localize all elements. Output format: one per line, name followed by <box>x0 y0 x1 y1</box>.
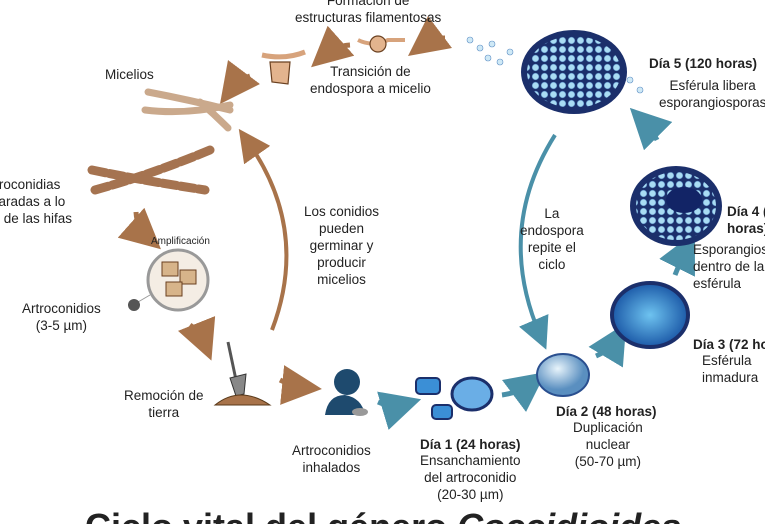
dia3-desc: Esférula inmadura <box>702 353 759 385</box>
day5-spherule <box>466 30 644 114</box>
arrow-to-dia4 <box>659 232 695 277</box>
dia3-title: Día 3 (72 horas) <box>693 337 765 352</box>
label-transicion: Transición de endospora a micelio <box>310 64 431 96</box>
dia1-desc: Ensanchamiento del artroconidio (20-30 µ… <box>420 453 521 502</box>
day2-spherule <box>536 353 590 397</box>
label-endospora-repite: La endospora repite el ciclo <box>520 206 584 272</box>
dia4-title: Día 4 (96 horas) <box>727 204 765 236</box>
arrow-to-dia1 <box>377 391 422 430</box>
filament-structures <box>261 35 405 85</box>
dia1-title: Día 1 (24 horas) <box>420 437 521 452</box>
label-conidios-germinar: Los conidios pueden germinar y producir … <box>304 204 380 287</box>
dia5-desc: Esférula libera esporangiosporas <box>659 78 765 110</box>
title-genus: Coccidioides <box>457 506 681 524</box>
arrow-to-dia2 <box>501 372 547 412</box>
person-silhouette <box>325 369 368 416</box>
arrow-to-transicion <box>311 25 355 68</box>
mycelia <box>141 88 234 132</box>
label-amplificacion: Amplificación <box>151 236 210 247</box>
arrow-to-amplificacion <box>117 207 161 250</box>
brown-arrows <box>117 16 452 405</box>
arthroconidia-hyphae <box>87 145 215 195</box>
day4-spherule <box>630 166 722 246</box>
title-main: Ciclo vital del género <box>85 506 457 524</box>
amplification-lens <box>128 248 210 312</box>
arrow-to-micelios <box>219 59 261 104</box>
label-remocion: Remoción de tierra <box>124 388 204 420</box>
diagram-title: Ciclo vital del género Coccidioides <box>85 506 681 524</box>
label-formacion: Formación de estructuras filamentosas <box>295 0 442 25</box>
shovel-soil <box>213 341 272 406</box>
dia4-desc: Esporangiosporas dentro de la esférula <box>693 242 765 291</box>
arrow-endospora-repite <box>518 133 557 350</box>
arrow-to-formacion <box>407 16 452 56</box>
day1-cells <box>415 376 494 420</box>
arrow-to-dia5 <box>629 107 673 151</box>
arrow-conidios-germinar <box>238 128 289 331</box>
dia2-title: Día 2 (48 horas) <box>556 404 657 419</box>
dia2-desc: Duplicación nuclear (50-70 µm) <box>573 420 643 469</box>
label-artroconidias-hifas: Artroconidias separadas a lo largo de la… <box>0 177 73 226</box>
label-micelios: Micelios <box>105 67 154 82</box>
arrow-to-remocion <box>177 315 216 361</box>
dia5-title: Día 5 (120 horas) <box>649 56 758 71</box>
label-inhalados: Artroconidios inhalados <box>292 443 371 475</box>
label-artroconidios: Artroconidios (3-5 µm) <box>22 301 101 333</box>
day3-spherule <box>610 281 690 349</box>
arrow-to-person <box>278 365 322 405</box>
arrow-to-dia3 <box>588 322 627 368</box>
blue-arrows <box>377 107 695 430</box>
